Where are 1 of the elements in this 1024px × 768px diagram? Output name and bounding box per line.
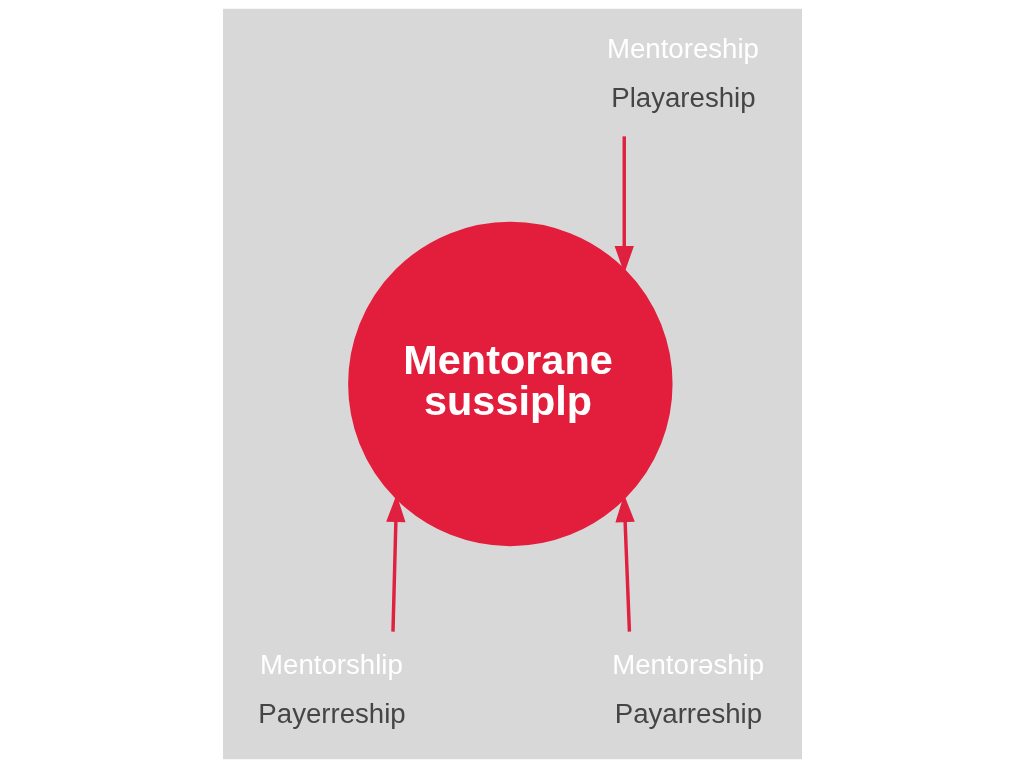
- node-circle: Mentorane sussiplp: [347, 221, 673, 547]
